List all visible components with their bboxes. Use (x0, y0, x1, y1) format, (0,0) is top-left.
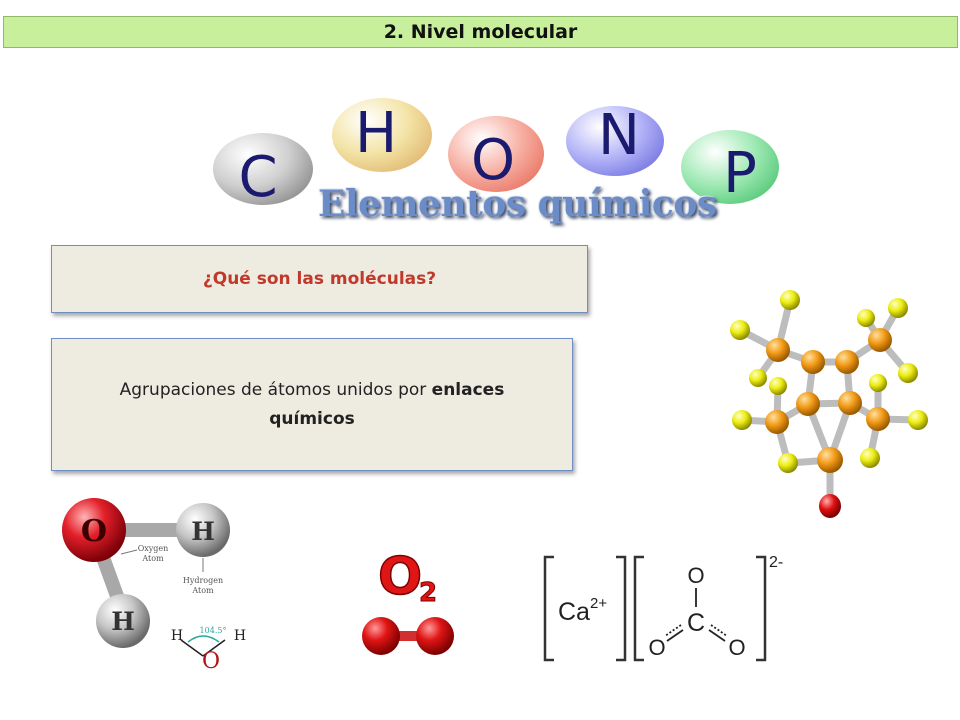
carbonate-o-right: O (728, 635, 745, 660)
element-letter-c: C (238, 145, 278, 210)
mini-h-right: H (234, 628, 246, 644)
oxygen-label-line2: Atom (141, 554, 164, 563)
element-letter-o: O (470, 128, 516, 193)
water-h1-label: H (191, 517, 215, 546)
answer-bold-1: enlaces (431, 379, 505, 400)
carbonate-o-left: O (648, 635, 665, 660)
hydrogen-label-line1: Hydrogen (183, 576, 223, 585)
element-bubble-o: O (448, 116, 544, 192)
calcium-carbonate-diagram: Ca 2+ O C O O 2- (543, 554, 783, 662)
hydrogen-label-line2: Atom (191, 586, 214, 595)
element-bubble-c: C (213, 133, 313, 210)
element-letter-p: P (723, 141, 757, 206)
mini-o: O (202, 649, 220, 674)
section-title: 2. Nivel molecular (383, 21, 578, 43)
o2-subscript: 2 (419, 578, 437, 608)
carbonate-c: C (687, 609, 705, 637)
carbonate-o-top: O (687, 563, 704, 588)
calcium-charge: 2+ (590, 595, 607, 612)
carbonate-charge: 2- (769, 554, 783, 571)
elements-title: Elementos químicos (318, 183, 717, 225)
element-letter-n: N (598, 103, 640, 168)
oxygen-label-line1: Oxygen (138, 544, 169, 553)
answer-bold-2: químicos (269, 408, 355, 429)
water-molecule-diagram: O H H Oxygen Atom Hydrogen Atom 104.5° H… (62, 498, 246, 674)
element-letter-h: H (354, 101, 398, 166)
answer-text: Agrupaciones de átomos unidos por enlace… (120, 376, 505, 434)
water-o-label: O (81, 514, 107, 549)
element-bubble-n: N (566, 106, 664, 176)
answer-box: Agrupaciones de átomos unidos por enlace… (51, 338, 573, 471)
water-angle: 104.5° (200, 626, 227, 635)
question-text: ¿Qué son las moléculas? (202, 269, 437, 289)
molecule-3d-illustration (730, 290, 928, 518)
calcium-symbol: Ca (558, 598, 590, 626)
mini-h-left: H (171, 628, 183, 644)
question-box: ¿Qué son las moléculas? (51, 245, 588, 313)
water-h2-label: H (111, 607, 135, 636)
element-bubble-h: H (332, 98, 432, 172)
element-bubble-p: P (681, 130, 779, 204)
o2-symbol: O (378, 547, 422, 607)
answer-text-start: Agrupaciones de átomos unidos por (119, 379, 432, 400)
o2-molecule-diagram: O 2 (362, 546, 454, 655)
section-header: 2. Nivel molecular (3, 16, 958, 48)
